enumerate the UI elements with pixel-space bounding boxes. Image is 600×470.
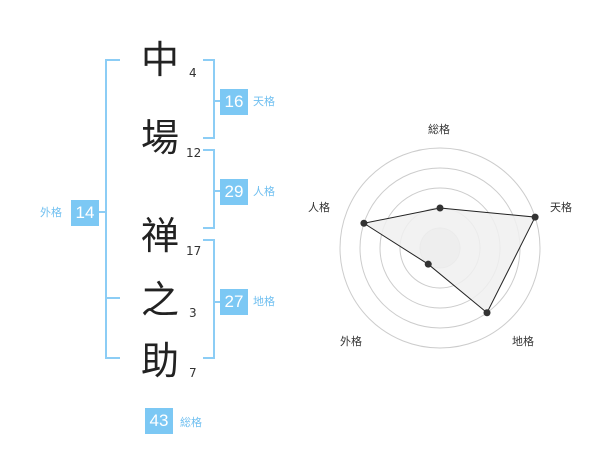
- gaikaku-value: 14: [71, 200, 99, 226]
- jinkaku-value: 29: [220, 179, 248, 205]
- stroke-count-2: 12: [186, 146, 202, 160]
- name-char-1: 中: [140, 38, 179, 82]
- radar-point-1: [436, 204, 444, 212]
- name-char-5: 助: [140, 339, 179, 383]
- soukaku-value: 43: [145, 408, 173, 434]
- chikaku-label: 地格: [253, 295, 275, 308]
- tenkaku-bracket: [203, 59, 215, 139]
- radar-point-3: [483, 309, 491, 317]
- radar-label-jinkaku: 人格: [308, 201, 330, 214]
- soukaku-label: 総格: [180, 416, 202, 429]
- radar-label-soukaku: 総格: [428, 123, 450, 136]
- name-char-3: 禅: [140, 214, 179, 258]
- stroke-count-1: 4: [189, 66, 197, 80]
- jinkaku-bracket: [203, 149, 215, 229]
- radar-area: [362, 207, 536, 314]
- tenkaku-label: 天格: [253, 95, 275, 108]
- radar-label-chikaku: 地格: [512, 335, 534, 348]
- name-char-2: 場: [140, 116, 179, 160]
- radar-points: [360, 204, 539, 317]
- gaikaku-label: 外格: [40, 206, 62, 219]
- radar-point-5: [360, 219, 368, 227]
- stroke-count-5: 7: [189, 366, 197, 380]
- tenkaku-value: 16: [220, 89, 248, 115]
- radar-point-4: [424, 260, 432, 268]
- stroke-count-4: 3: [189, 306, 197, 320]
- stroke-count-3: 17: [186, 244, 202, 258]
- radar-label-gaikaku: 外格: [340, 335, 362, 348]
- chikaku-value: 27: [220, 289, 248, 315]
- chikaku-bracket: [203, 239, 215, 359]
- gaikaku-bracket: [105, 59, 120, 359]
- name-char-4: 之: [140, 278, 179, 322]
- jinkaku-label: 人格: [253, 185, 275, 198]
- radar-point-2: [531, 213, 539, 221]
- radar-ring-5: [339, 147, 541, 349]
- radar-label-tenkaku: 天格: [550, 201, 572, 214]
